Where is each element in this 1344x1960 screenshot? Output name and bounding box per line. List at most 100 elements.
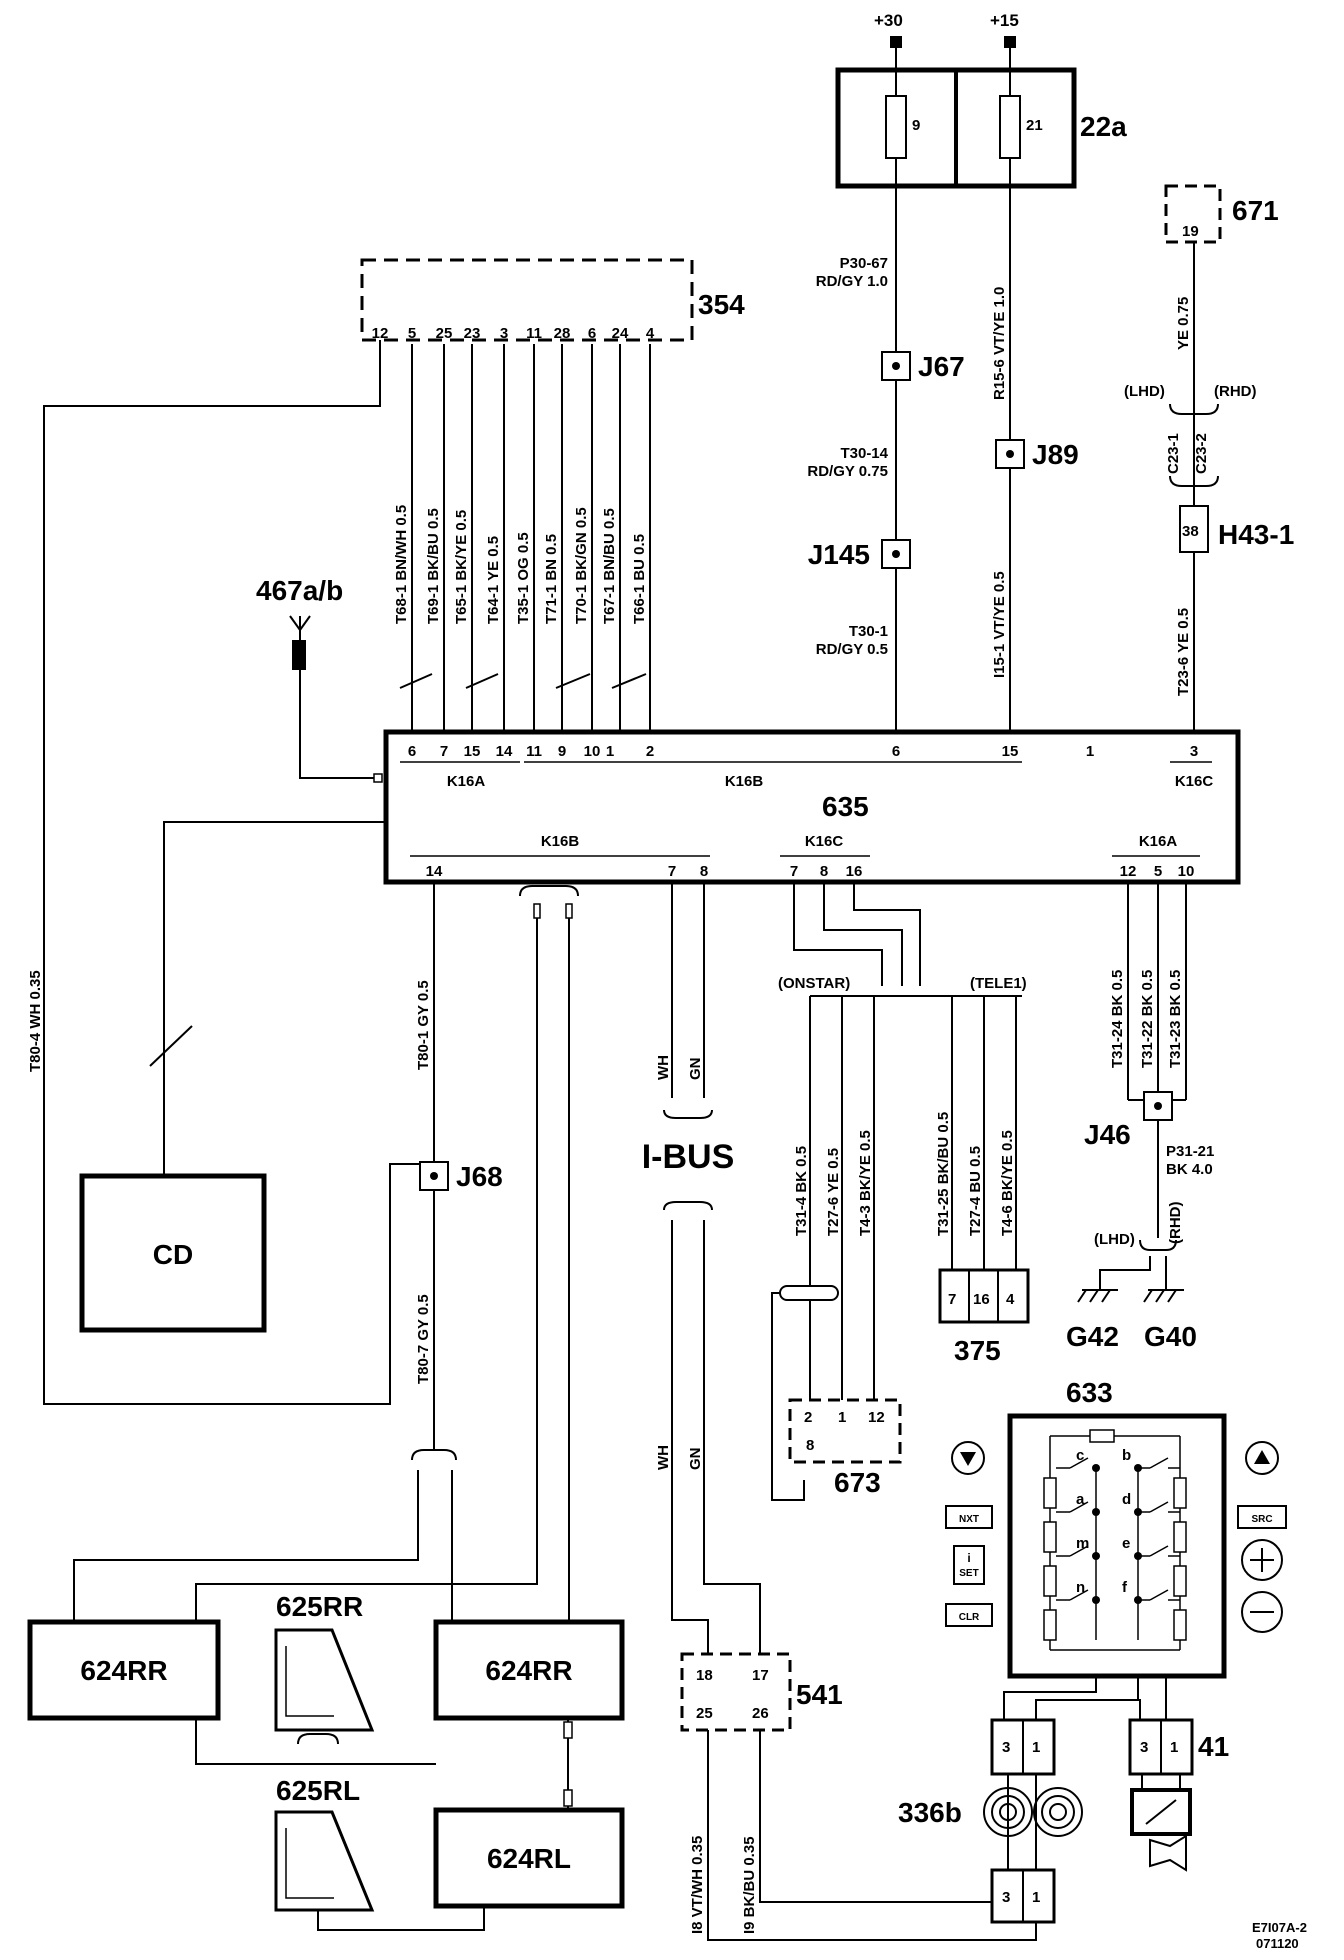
supply-section: +30 +15 9 21 22a bbox=[838, 11, 1127, 738]
tele1-wire: T31-25 BK/BU 0.5 bbox=[935, 1112, 952, 1236]
diagram-code: E7I07A-2 bbox=[1252, 1920, 1307, 1935]
set-button-icon: i bbox=[967, 1551, 970, 1565]
splice-j67-label: J67 bbox=[918, 351, 965, 382]
left-wiring: T80-4 WH 0.35 CD T80-1 GY 0.5 J68 T80-7 … bbox=[27, 340, 578, 1622]
wire-30-label: RD/GY 1.0 bbox=[816, 273, 888, 290]
wire-t80-4-label: T80-4 WH 0.35 bbox=[27, 970, 44, 1072]
connector-635-pin: 10 bbox=[1178, 863, 1195, 880]
switch-contact-label: c bbox=[1076, 1447, 1084, 1464]
wire-30-label: T30-1 bbox=[849, 623, 888, 640]
set-button bbox=[954, 1546, 984, 1584]
connector-354-pin: 23 bbox=[464, 325, 481, 342]
connector-635-group: K16A bbox=[447, 773, 486, 790]
ground-wire: T31-23 BK 0.5 bbox=[1167, 970, 1184, 1068]
switch-contact-label: m bbox=[1076, 1535, 1089, 1552]
connector-635-group: K16C bbox=[805, 833, 844, 850]
switch-contact-label: e bbox=[1122, 1535, 1130, 1552]
splice-j46-label: J46 bbox=[1084, 1119, 1131, 1150]
c671-section: 19 671 YE 0.75 (LHD) (RHD) C23-1 C23-2 3… bbox=[1124, 186, 1294, 738]
connector-635-pin: 15 bbox=[1002, 743, 1019, 760]
connector-635-group: K16B bbox=[541, 833, 580, 850]
switch-contact-label: f bbox=[1122, 1579, 1128, 1596]
ibus-wh: WH bbox=[655, 1445, 672, 1470]
splice-j145-label: J145 bbox=[808, 539, 870, 570]
nxt-button-label: NXT bbox=[959, 1514, 979, 1525]
fuse-21-label: 21 bbox=[1026, 117, 1043, 134]
connector-541-pin: 25 bbox=[696, 1705, 713, 1722]
speaker-624rr-right-label: 624RR bbox=[485, 1655, 572, 1686]
src-button bbox=[1238, 1506, 1286, 1528]
supply-label-15: +15 bbox=[990, 11, 1019, 30]
wire-541-label: I9 BK/BU 0.35 bbox=[741, 1836, 758, 1934]
connector-671-id: 671 bbox=[1232, 195, 1279, 226]
tele1-wire: T4-6 BK/YE 0.5 bbox=[999, 1130, 1016, 1236]
connector-pin: 3 bbox=[1002, 1889, 1010, 1906]
speaker-624rl-label: 624RL bbox=[487, 1843, 571, 1874]
wire-541-label: I8 VT/WH 0.35 bbox=[689, 1836, 706, 1934]
wire-354-label: T67-1 BN/BU 0.5 bbox=[601, 508, 618, 624]
wire-354-label: T64-1 YE 0.5 bbox=[485, 536, 502, 624]
ground-g40-label: G40 bbox=[1144, 1321, 1197, 1352]
wire-671-lhd: (LHD) bbox=[1124, 383, 1165, 400]
onstar-wire: T4-3 BK/YE 0.5 bbox=[857, 1130, 874, 1236]
wire-30-label: RD/GY 0.75 bbox=[807, 463, 888, 480]
connector-635-pin: 10 bbox=[584, 743, 601, 760]
ibus-label: I-BUS bbox=[642, 1138, 735, 1176]
connector-671-pin: 19 bbox=[1182, 223, 1199, 240]
ground-p31-label: BK 4.0 bbox=[1166, 1161, 1213, 1178]
connector-635-group: K16C bbox=[1175, 773, 1214, 790]
connector-635-id: 635 bbox=[822, 791, 869, 822]
wire-354-label: T71-1 BN 0.5 bbox=[543, 534, 560, 624]
antenna-467: 467a/b bbox=[256, 575, 382, 782]
connector-354-pin: 4 bbox=[646, 325, 655, 342]
connector-354-pin: 11 bbox=[526, 325, 542, 342]
wire-t80-7-label: T80-7 GY 0.5 bbox=[415, 1294, 432, 1384]
onstar-wire: T27-6 YE 0.5 bbox=[825, 1148, 842, 1236]
connector-pin: 1 bbox=[1170, 1739, 1178, 1756]
ibus-gn: GN bbox=[687, 1448, 704, 1471]
nxt-button bbox=[946, 1506, 992, 1528]
splice-j145 bbox=[882, 540, 910, 568]
ground-g42-label: G42 bbox=[1066, 1321, 1119, 1352]
wire-30-label: RD/GY 0.5 bbox=[816, 641, 888, 658]
wire-30-label: P30-67 bbox=[840, 255, 888, 272]
connector-635-pin: 12 bbox=[1120, 863, 1137, 880]
connector-354-pin: 28 bbox=[554, 325, 571, 342]
connector-541-pin: 17 bbox=[752, 1667, 769, 1684]
wire-30-section: P30-67 RD/GY 1.0 J67 T30-14 RD/GY 0.75 J… bbox=[807, 255, 964, 658]
connector-635 bbox=[386, 732, 1238, 882]
tweeter-625rl bbox=[276, 1812, 372, 1910]
connector-635-pin: 15 bbox=[464, 743, 481, 760]
connector-635-group: K16A bbox=[1139, 833, 1178, 850]
onstar-label: (ONSTAR) bbox=[778, 975, 850, 992]
connector-354-pin: 6 bbox=[588, 325, 596, 342]
ibus-wh: WH bbox=[655, 1055, 672, 1080]
connector-h43-1-id: H43-1 bbox=[1218, 519, 1294, 550]
connector-541-pin: 26 bbox=[752, 1705, 769, 1722]
wire-15-label: I15-1 VT/YE 0.5 bbox=[991, 571, 1008, 678]
connector-375-pin: 16 bbox=[973, 1291, 990, 1308]
tele1-label: (TELE1) bbox=[970, 975, 1027, 992]
ground-rhd: (RHD) bbox=[1167, 1202, 1184, 1245]
ibus-section: WH GN I-BUS WH GN bbox=[642, 882, 760, 1654]
connector-635-pin: 7 bbox=[668, 863, 676, 880]
connector-635-group: K16B bbox=[725, 773, 764, 790]
switch-633-id: 633 bbox=[1066, 1377, 1113, 1408]
connector-635-pin: 1 bbox=[606, 743, 614, 760]
connector-635-pin: 16 bbox=[846, 863, 863, 880]
tweeter-625rr bbox=[276, 1630, 372, 1730]
ground-wire: T31-22 BK 0.5 bbox=[1139, 970, 1156, 1068]
connector-354-pin: 3 bbox=[500, 325, 508, 342]
connector-375-id: 375 bbox=[954, 1335, 1001, 1366]
connector-673 bbox=[790, 1400, 900, 1462]
wire-354-label: T65-1 BK/YE 0.5 bbox=[453, 510, 470, 624]
connector-673-pin: 1 bbox=[838, 1409, 846, 1426]
diagram-date: 071120 bbox=[1256, 1936, 1299, 1951]
c541-section: 18 17 25 26 541 I8 VT/WH 0.35 I9 BK/BU 0… bbox=[682, 1654, 1036, 1940]
fuse-21 bbox=[1000, 96, 1020, 158]
connector-354-pin: 5 bbox=[408, 325, 416, 342]
switch-contact-label: b bbox=[1122, 1447, 1131, 1464]
